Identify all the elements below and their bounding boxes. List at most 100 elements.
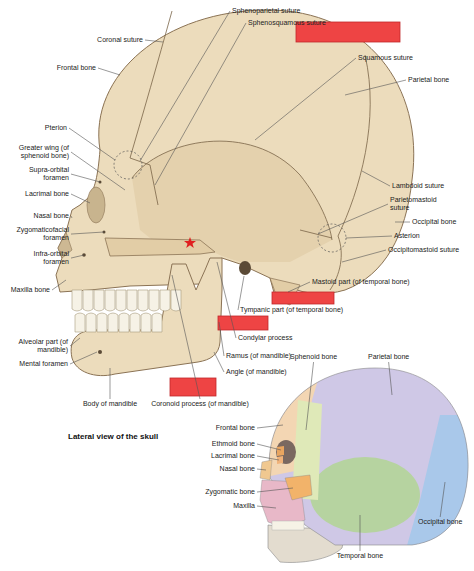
part-label: Coronal suture [97, 36, 143, 44]
leader-line [217, 262, 236, 338]
leader-line [70, 338, 80, 346]
part-label: Condylar process [238, 334, 292, 342]
part-label: Alveolar part (of mandible) [16, 338, 68, 354]
part-label: Sphenoparietal suture [232, 7, 301, 15]
leader-line [257, 488, 293, 492]
part-label: Parietal bone [368, 353, 409, 361]
leader-line [70, 352, 97, 364]
part-label: Lacrimal bone [211, 452, 255, 460]
part-label: Occipitomastoid suture [388, 246, 459, 254]
part-label: Tympanic part (of temporal bone) [240, 306, 343, 314]
external-acoustic-meatus [239, 261, 251, 275]
leader-line [71, 255, 84, 258]
part-label: Lambdoid suture [392, 182, 444, 190]
figure-title: Lateral view of the skull [68, 432, 158, 441]
part-label: Mental foramen [19, 360, 68, 368]
leader-line [219, 322, 224, 356]
leader-line [52, 280, 66, 290]
part-label: Sphenosquamous suture [248, 19, 326, 27]
inset-ethmoid [277, 446, 284, 456]
leader-line [71, 152, 125, 190]
part-label: Parietal bone [408, 76, 449, 84]
part-label: Squamous suture [358, 54, 413, 62]
lower-teeth [75, 313, 162, 332]
mental-foramen [98, 350, 102, 354]
inset-teeth [272, 521, 304, 530]
pterion-circle [114, 151, 142, 179]
part-label: Ethmoid bone [212, 440, 255, 448]
parietomastoid-suture [300, 230, 332, 238]
leader-line [71, 194, 90, 203]
leader-line [257, 444, 281, 450]
red-star [184, 237, 196, 248]
leader-line [395, 222, 410, 223]
orbit [87, 187, 105, 223]
part-label: Occipital bone [412, 218, 456, 226]
leader-line [257, 425, 283, 428]
part-label: Supra-orbital foramen [17, 166, 69, 182]
sphenosquamous-suture [150, 165, 158, 205]
leader-line [257, 469, 266, 471]
leader-line [172, 275, 200, 399]
part-label: Occipital bone [418, 518, 462, 526]
coronal-suture [130, 11, 172, 158]
part-label: Frontal bone [57, 64, 96, 72]
leader-line [257, 456, 279, 460]
part-label: Infra-orbital foramen [17, 250, 69, 266]
part-label: Nasal bone [34, 212, 69, 220]
part-label: Maxilla bone [11, 286, 50, 294]
leader-line [140, 11, 230, 161]
leader-line [362, 171, 390, 186]
part-label: Sphenoid bone [290, 353, 337, 361]
part-label: Lacrimal bone [25, 190, 69, 198]
leader-line [238, 276, 244, 310]
part-label: Asterion [394, 232, 420, 240]
part-label: Mastoid part (of temporal bone) [312, 278, 410, 286]
leader-line [214, 352, 224, 372]
part-label: Nasal bone [220, 465, 255, 473]
inset-temporal [310, 457, 420, 533]
leader-line [71, 216, 72, 218]
leader-line [98, 68, 120, 75]
leader-line [318, 204, 388, 234]
sphenoparietal-suture [130, 158, 150, 165]
leader-line [145, 40, 163, 42]
masked-label-box [170, 378, 216, 396]
leader-line [345, 80, 406, 95]
inset-orbit [276, 440, 296, 464]
zygomatic-arch [105, 238, 215, 256]
part-label: Body of mandible [83, 400, 137, 408]
part-label: Greater wing (of sphenoid bone) [3, 144, 69, 160]
squamous-suture [132, 141, 332, 240]
masked-label-box [272, 292, 334, 304]
leader-line [288, 282, 310, 292]
leader-line [360, 515, 361, 551]
leader-line [155, 23, 246, 185]
leader-line [342, 250, 386, 262]
part-label: Zygomatic bone [205, 488, 255, 496]
leader-line [346, 236, 392, 238]
part-label: Zygomaticofacial foramen [3, 226, 69, 242]
part-label: Angle (of mandible) [226, 368, 287, 376]
leader-line [71, 174, 100, 182]
leader-line [255, 58, 356, 140]
part-label: Frontal bone [216, 424, 255, 432]
masked-label-box [218, 316, 268, 330]
leader-line [389, 362, 392, 395]
leader-line [71, 232, 104, 234]
upper-teeth [72, 290, 181, 311]
part-label: Pterion [45, 124, 67, 132]
leader-line [440, 482, 445, 517]
leader-line [306, 362, 314, 430]
cranium-outline [56, 10, 414, 300]
part-label: Maxilla [233, 502, 255, 510]
lambdoid-suture [338, 55, 370, 236]
mandible [71, 258, 222, 376]
inset-zygomatic [285, 475, 312, 500]
part-label: Parietomastoid suture [390, 196, 446, 212]
part-label: Coronoid process (of mandible) [151, 400, 249, 408]
leader-line [257, 506, 276, 508]
